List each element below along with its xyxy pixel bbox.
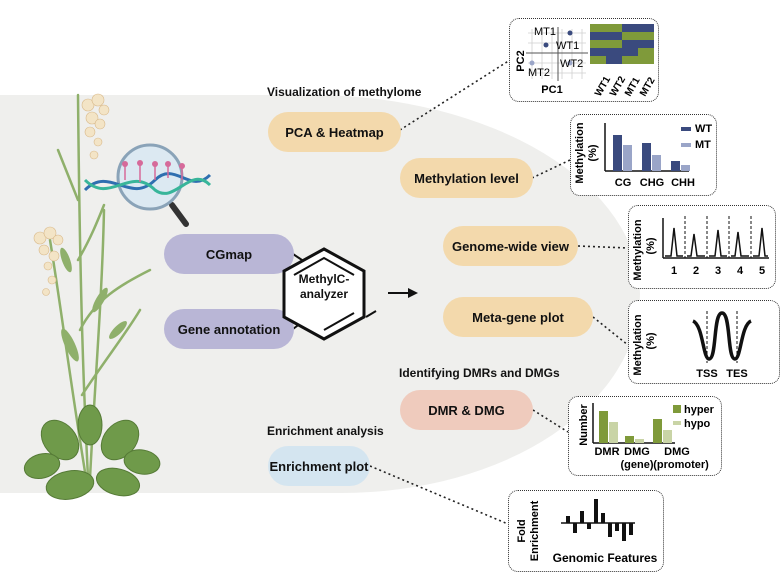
bar-dmg-gene-hypo xyxy=(635,439,644,443)
connector-enrich xyxy=(369,465,509,525)
enrich-xlabel: Genomic Features xyxy=(553,551,658,565)
methylc-analyzer-hexagon: MethylC- analyzer xyxy=(282,247,378,343)
bar-dmg-promoter-hypo xyxy=(663,430,672,443)
dmr-sub-gene: (gene) xyxy=(621,459,654,471)
meta-tick-tes: TES xyxy=(726,368,747,380)
node-methylation-level: Methylation level xyxy=(400,158,533,198)
panel-dmr-dmg: Number DMR DMG DMG (gene) (promoter) hyp… xyxy=(568,396,722,476)
level-cat-chg: CHG xyxy=(640,177,664,189)
level-cat-chh: CHH xyxy=(671,177,695,189)
heatmap xyxy=(590,24,654,64)
level-legend-wt: WT xyxy=(695,123,712,135)
output-arrow xyxy=(388,288,418,298)
pca-ylabel: PC2 xyxy=(515,50,527,71)
level-cat-cg: CG xyxy=(615,177,632,189)
bar-chh-wt xyxy=(671,161,680,171)
bar-cg-wt xyxy=(613,135,622,171)
connector-meta xyxy=(592,316,629,346)
node-enrichment-plot: Enrichment plot xyxy=(268,446,370,486)
panel-genome-wide: Methylation (%) 1 2 3 4 5 xyxy=(628,205,776,289)
analyzer-label-line1: MethylC- xyxy=(298,272,350,286)
pca-point-mt1: MT1 xyxy=(534,26,556,38)
panel-pca-heatmap: PC2 MT1 WT1 MT2 WT2 PC1 xyxy=(509,18,659,102)
bar-dmr-hypo xyxy=(609,422,618,443)
dmr-sub-promoter: (promoter) xyxy=(653,459,709,471)
node-meta-gene: Meta-gene plot xyxy=(443,297,593,337)
panel-enrichment: Fold Enrichment Genomic Features xyxy=(508,490,664,572)
pca-point-mt2: MT2 xyxy=(528,67,550,79)
meta-ylabel-line1: Methylation xyxy=(632,314,644,375)
pca-point-wt2: WT2 xyxy=(560,58,583,70)
genome-chr-4: 4 xyxy=(737,265,744,277)
dmr-cat-dmg-gene: DMG xyxy=(624,446,650,458)
node-dmr-dmg: DMR & DMG xyxy=(400,390,533,430)
genome-chr-5: 5 xyxy=(759,265,765,277)
bar-dmr-hyper xyxy=(599,411,608,443)
heading-enrichment: Enrichment analysis xyxy=(267,424,384,438)
genome-chr-3: 3 xyxy=(715,265,721,277)
dmr-legend-hyper: hyper xyxy=(684,404,715,416)
heatmap-col-mt2: MT2 xyxy=(638,75,658,98)
meta-tick-tss: TSS xyxy=(696,368,717,380)
genome-ylabel-line1: Methylation xyxy=(632,219,644,280)
pca-xlabel: PC1 xyxy=(541,84,562,96)
node-genome-wide: Genome-wide view xyxy=(443,226,578,266)
dmr-cat-dmg-promoter: DMG xyxy=(664,446,690,458)
meta-ylabel-line2: (%) xyxy=(645,332,657,349)
connector-level xyxy=(531,159,571,179)
plant-illustration xyxy=(23,93,161,500)
bar-dmg-promoter-hyper xyxy=(653,419,662,443)
bar-chh-mt xyxy=(681,165,690,171)
bar-chg-mt xyxy=(652,155,661,171)
magnifier-dna-illustration xyxy=(83,143,212,227)
meta-curve xyxy=(691,311,753,361)
bar-cg-mt xyxy=(623,145,632,171)
analyzer-label-line2: analyzer xyxy=(299,287,349,301)
heading-dmr: Identifying DMRs and DMGs xyxy=(399,366,560,380)
dmr-ylabel: Number xyxy=(578,404,590,446)
genome-ylabel-line2: (%) xyxy=(645,237,657,254)
level-ylabel-line1: Methylation xyxy=(574,122,586,183)
dmr-legend-hypo: hypo xyxy=(684,418,711,430)
level-ylabel-line2: (%) xyxy=(587,144,599,161)
enrich-ylabel-line1: Fold xyxy=(516,519,528,542)
connector-dmr xyxy=(532,409,569,433)
enrich-ylabel-line2: Enrichment xyxy=(529,500,541,561)
heading-visualization: Visualization of methylome xyxy=(267,85,422,99)
panel-meta-gene: Methylation (%) TSS TES xyxy=(628,300,780,384)
level-legend-mt: MT xyxy=(695,139,711,151)
pca-point-wt1: WT1 xyxy=(556,40,579,52)
panel-methylation-level: Methylation (%) CG CHG CHH WT MT xyxy=(570,114,717,196)
bar-dmg-gene-hyper xyxy=(625,436,634,443)
node-gene-annotation: Gene annotation xyxy=(164,309,294,349)
bar-chg-wt xyxy=(642,143,651,171)
node-pca-heatmap: PCA & Heatmap xyxy=(268,112,401,152)
connector-pca xyxy=(399,59,511,131)
node-cgmap: CGmap xyxy=(164,234,294,274)
dmr-cat-dmr: DMR xyxy=(594,446,619,458)
genome-chr-1: 1 xyxy=(671,265,677,277)
genome-chr-2: 2 xyxy=(693,265,699,277)
connector-genome xyxy=(577,245,629,249)
